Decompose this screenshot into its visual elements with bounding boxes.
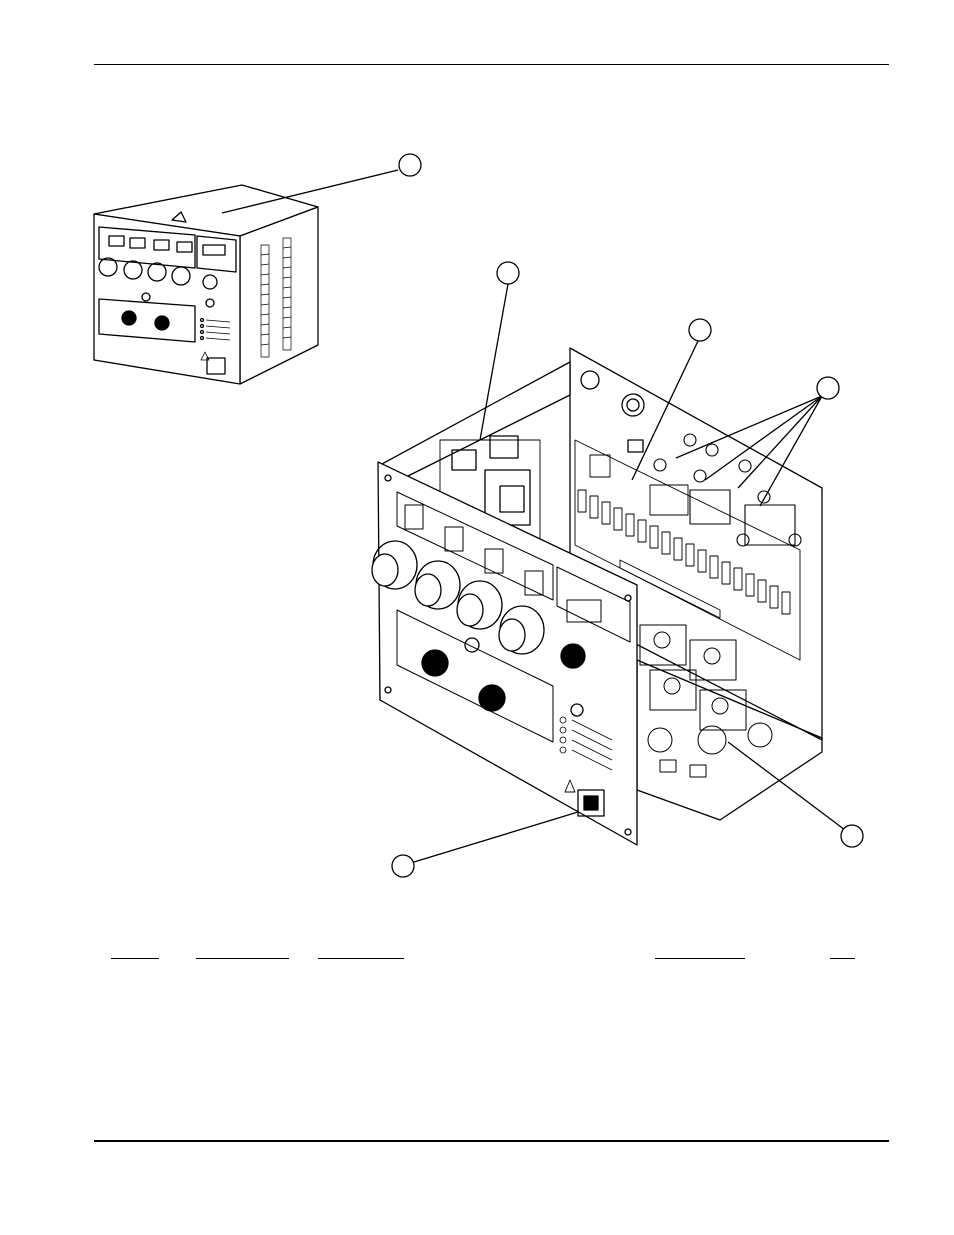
power-switch-icon [206,357,226,375]
callout-bubble [816,376,840,400]
knob-icon [478,684,506,712]
knob-icon [98,257,118,277]
leader-line [727,741,846,831]
leader-line [413,811,579,863]
header-rule [94,64,889,65]
table-column-header [196,958,289,959]
display-digit-icon [129,237,146,249]
display-digit-icon [524,570,544,596]
leader-line [479,283,509,441]
knob-icon [560,643,586,669]
leader-line [737,395,823,489]
knob-icon [147,262,167,282]
callout-bubble [688,318,712,342]
connector-icon [580,370,600,390]
table-column-header [111,958,159,959]
footer-rule [94,1140,889,1142]
knob-icon [421,649,449,677]
table-column-header [655,958,745,959]
toggle-icon [464,637,480,653]
table-column-header [318,958,404,959]
knob-icon [371,540,418,590]
display-digit-icon [108,235,125,247]
table-column-header [830,958,855,959]
callout-bubble [840,824,864,848]
leader-line [759,395,823,507]
toggle-icon [570,703,584,717]
knob-icon [456,580,503,630]
display-digit-icon [404,504,424,530]
display-digit-icon [153,239,170,251]
knob-icon [121,310,137,326]
display-digit-icon [484,548,504,574]
callout-bubble [398,153,422,177]
display-digit-icon [566,599,602,623]
toggle-icon [205,298,215,308]
knob-icon [202,274,218,290]
knob-icon [171,266,191,286]
leader-line [704,395,823,481]
display-digit-icon [444,526,464,552]
knob-icon [123,260,143,280]
leader-line [221,169,399,214]
exploded-unit-illustration [371,347,823,846]
power-switch-icon [577,789,605,817]
display-digit-icon [202,244,226,256]
knob-icon [154,315,170,331]
connector-icon [621,393,645,417]
knob-icon [498,605,545,655]
leader-line [631,340,699,481]
display-digit-icon [176,241,193,253]
toggle-icon [141,292,151,302]
leader-line [675,395,823,459]
assembled-unit-illustration [93,184,319,385]
knob-icon [414,560,461,610]
callout-bubble [391,854,415,878]
callout-bubble [496,261,520,285]
